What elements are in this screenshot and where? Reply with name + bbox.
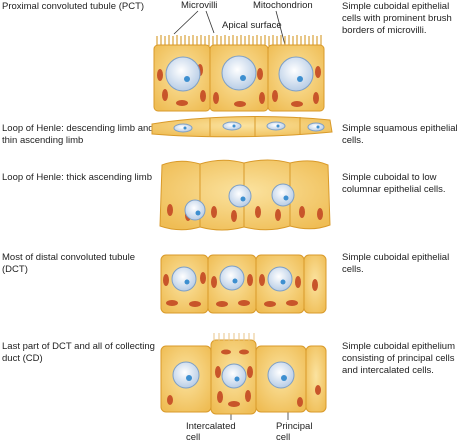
thick-loop-cells — [159, 159, 331, 231]
description-thin-loop: Simple squamous epithelial cells. — [342, 123, 458, 146]
description-cd: Simple cuboidal epithelium consisting of… — [342, 341, 456, 376]
dct-cells — [160, 254, 327, 314]
segment-label-pct: Proximal convoluted tubule (PCT) — [2, 1, 145, 12]
segment-label-thin-loop: Loop of Henle: descending limb and thin … — [2, 123, 154, 146]
cd-cells — [160, 333, 327, 415]
pct-cells — [153, 35, 325, 112]
callout-microvilli: Microvilli — [181, 0, 218, 11]
callout-apical-surface: Apical surface — [222, 20, 282, 31]
callout-intercalated-cell: Intercalated cell — [186, 421, 236, 443]
callout-principal-cell: Principal cell — [276, 421, 313, 443]
segment-label-thick-loop: Loop of Henle: thick ascending limb — [2, 172, 152, 183]
callout-mitochondrion: Mitochondrion — [253, 0, 313, 11]
description-thick-loop: Simple cuboidal to low columnar epitheli… — [342, 172, 446, 195]
segment-label-cd: Last part of DCT and all of collecting d… — [2, 341, 155, 364]
description-pct: Simple cuboidal epithelial cells with pr… — [342, 1, 452, 36]
segment-label-dct: Most of distal convoluted tubule (DCT) — [2, 252, 136, 275]
pct-mitochondria — [157, 64, 321, 107]
pct-microvilli — [156, 35, 322, 46]
thin-loop-cells — [151, 116, 333, 138]
description-dct: Simple cuboidal epithelial cells. — [342, 252, 450, 275]
